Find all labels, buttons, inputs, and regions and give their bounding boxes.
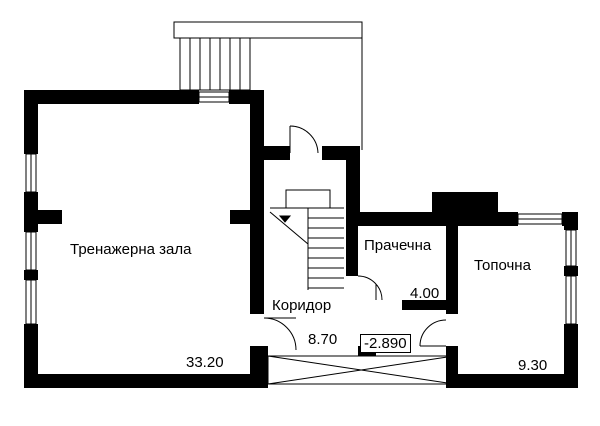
boiler-area: 9.30 <box>518 357 548 374</box>
boiler-label: Топочна <box>474 257 531 274</box>
corridor-label: Коридор <box>272 297 332 314</box>
exterior-stair <box>173 21 363 150</box>
doors <box>263 125 447 351</box>
laundry-area: 4.00 <box>410 285 440 302</box>
corridor-area: 8.70 <box>308 331 338 348</box>
gym-label: Тренажерна зала <box>70 241 192 258</box>
gym-area: 33.20 <box>186 354 224 371</box>
bottom-opening <box>267 355 455 385</box>
laundry-label: Прачечна <box>364 237 432 254</box>
interior-stair <box>269 189 344 290</box>
windows <box>25 91 577 325</box>
walls <box>24 90 578 388</box>
elevation-mark: -2.890 <box>360 334 411 353</box>
